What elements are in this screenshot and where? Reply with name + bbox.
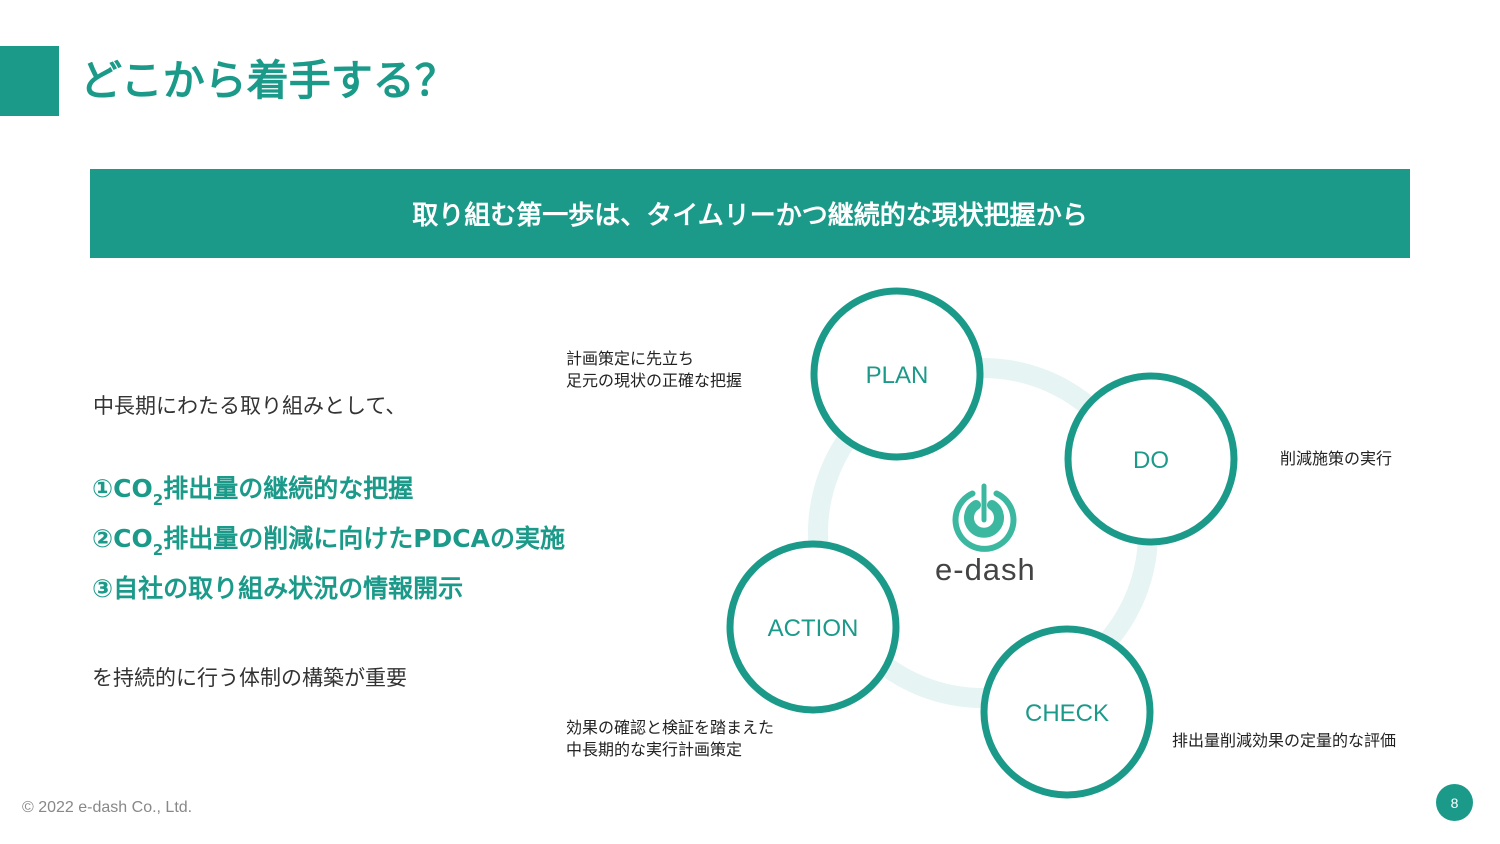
point-2-subscript: 2 <box>152 541 164 559</box>
banner-text: 取り組む第一歩は、タイムリーかつ継続的な現状把握から <box>412 201 1088 231</box>
key-message-banner: 取り組む第一歩は、タイムリーかつ継続的な現状把握から <box>90 169 1410 258</box>
check-note-line: 排出量削減効果の定量的な評価 <box>1172 731 1397 750</box>
point-2-prefix: ②CO <box>92 524 153 553</box>
page-number-badge: 8 <box>1436 784 1473 821</box>
do-note-line: 削減施策の実行 <box>1280 449 1393 468</box>
stage-action-label: ACTION <box>768 615 859 642</box>
point-1: ①CO2排出量の継続的な把握 <box>92 472 414 509</box>
e-dash-logo-text: e-dash <box>935 552 1036 587</box>
do-note: 削減施策の実行 <box>1280 448 1392 470</box>
copyright-text: © 2022 e-dash Co., Ltd. <box>22 799 193 816</box>
action-note: 効果の確認と検証を踏まえた 中長期的な実行計画策定 <box>566 717 774 761</box>
plan-note-line: 計画策定に先立ち <box>566 349 695 368</box>
point-1-subscript: 2 <box>152 491 164 509</box>
check-note: 排出量削減効果の定量的な評価 <box>1172 730 1396 752</box>
action-note-line: 中長期的な実行計画策定 <box>566 740 743 759</box>
point-1-prefix: ①CO <box>92 474 153 503</box>
stage-check-label: CHECK <box>1025 700 1109 727</box>
plan-note: 計画策定に先立ち 足元の現状の正確な把握 <box>566 348 742 392</box>
stage-do-label: DO <box>1133 447 1169 474</box>
e-dash-power-logo-icon <box>952 483 1017 552</box>
point-3: ③自社の取り組み状況の情報開示 <box>92 572 463 606</box>
stage-plan: PLAN <box>810 287 984 461</box>
intro-text: 中長期にわたる取り組みとして、 <box>93 394 407 418</box>
title-accent-block <box>0 46 59 116</box>
point-3-text: ③自社の取り組み状況の情報開示 <box>92 574 464 603</box>
page-title: どこから着手する？ <box>80 56 457 105</box>
plan-note-line: 足元の現状の正確な把握 <box>566 371 743 390</box>
point-1-suffix: 排出量の継続的な把握 <box>163 474 414 503</box>
closing-text: を持続的に行う体制の構築が重要 <box>92 666 407 690</box>
point-2: ②CO2排出量の削減に向けたPDCAの実施 <box>92 522 565 559</box>
action-note-line: 効果の確認と検証を踏まえた <box>566 718 775 737</box>
stage-action: ACTION <box>726 540 900 714</box>
stage-check: CHECK <box>980 625 1154 799</box>
stage-do: DO <box>1064 372 1238 546</box>
point-2-suffix: 排出量の削減に向けたPDCAの実施 <box>163 524 565 553</box>
stage-plan-label: PLAN <box>866 362 929 389</box>
